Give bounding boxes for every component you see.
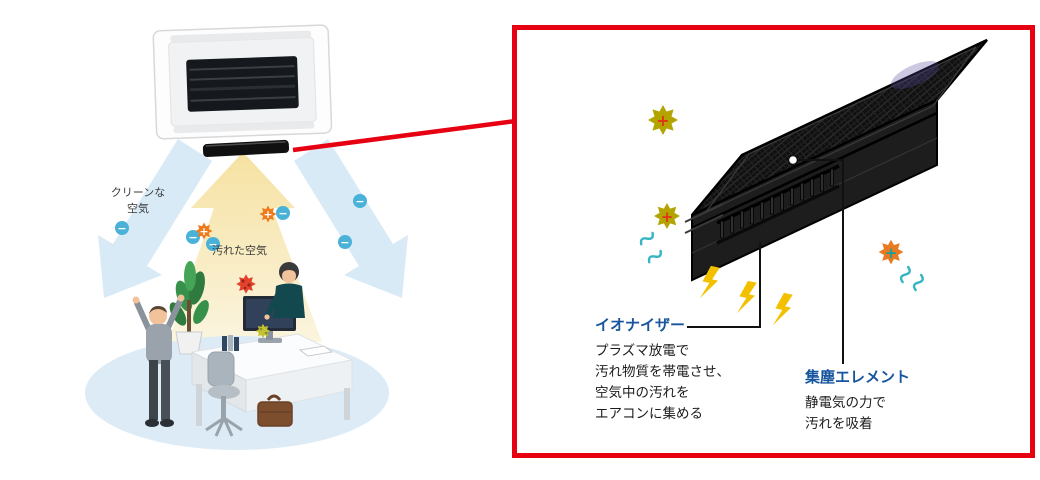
filter-unit-illustration: + + + <box>639 38 988 364</box>
briefcase <box>257 394 293 427</box>
clean-air-arrow-left <box>98 139 212 298</box>
office-chair <box>205 351 243 437</box>
pointer-dot <box>787 154 799 166</box>
clean-air-label-line1: クリーンな <box>110 187 166 199</box>
charged-particle-icon: + + + <box>648 105 904 265</box>
svg-text:+: + <box>661 208 674 226</box>
filter-bar <box>202 139 290 157</box>
dust-element-desc-line: 静電気の力で <box>805 395 886 410</box>
germ-icon <box>236 274 271 339</box>
dirty-air-label: 汚れた空気 <box>212 245 267 257</box>
svg-text:−: − <box>208 238 217 251</box>
ionizer-title: イオナイザー <box>595 317 686 334</box>
ionizer-note: イオナイザー プラズマ放電で 汚れ物質を帯電させ、 空気中の汚れを エアコンに集… <box>595 314 730 424</box>
filter-unit-photo <box>684 38 988 282</box>
red-connector-line <box>292 118 517 153</box>
office-worker-2 <box>264 262 305 320</box>
plus-particle-icon: + + <box>195 205 277 240</box>
svg-text:+: + <box>199 225 208 238</box>
dust-element-title: 集塵エレメント <box>805 369 911 386</box>
ionizer-desc-line: エアコンに集める <box>595 406 703 421</box>
dust-element-desc-line: 汚れを吸着 <box>805 416 873 431</box>
pointer-line-dust <box>787 154 844 364</box>
dust-element-note: 集塵エレメント 静電気の力で 汚れを吸着 <box>805 366 910 434</box>
svg-text:+: + <box>885 244 898 262</box>
svg-text:−: − <box>117 222 126 235</box>
clean-air-label-line2: 空気 <box>127 202 149 215</box>
minus-particle-icon: − − − − − − <box>115 194 367 251</box>
squiggle-icon <box>639 231 924 292</box>
svg-text:+: + <box>263 208 272 221</box>
svg-text:−: − <box>278 207 287 220</box>
svg-text:−: − <box>340 236 349 249</box>
ionizer-electrodes <box>716 164 840 245</box>
filter-detail-callout: + + + イオナイザー <box>512 25 1035 458</box>
svg-text:−: − <box>188 231 197 244</box>
svg-text:+: + <box>656 111 669 130</box>
ionizer-desc-line: 空気中の汚れを <box>595 385 690 400</box>
clean-air-label: クリーンな 空気 <box>106 186 170 218</box>
svg-text:−: − <box>355 195 364 208</box>
ionizer-desc-line: 汚れ物質を帯電させ、 <box>595 364 730 379</box>
ionizer-desc-line: プラズマ放電で <box>595 343 690 358</box>
pointer-line-ionizer <box>687 242 761 328</box>
plant <box>169 261 209 355</box>
ceiling-ac-unit <box>152 24 333 140</box>
office-worker-1 <box>132 294 185 427</box>
clean-air-arrow-right <box>294 139 408 298</box>
